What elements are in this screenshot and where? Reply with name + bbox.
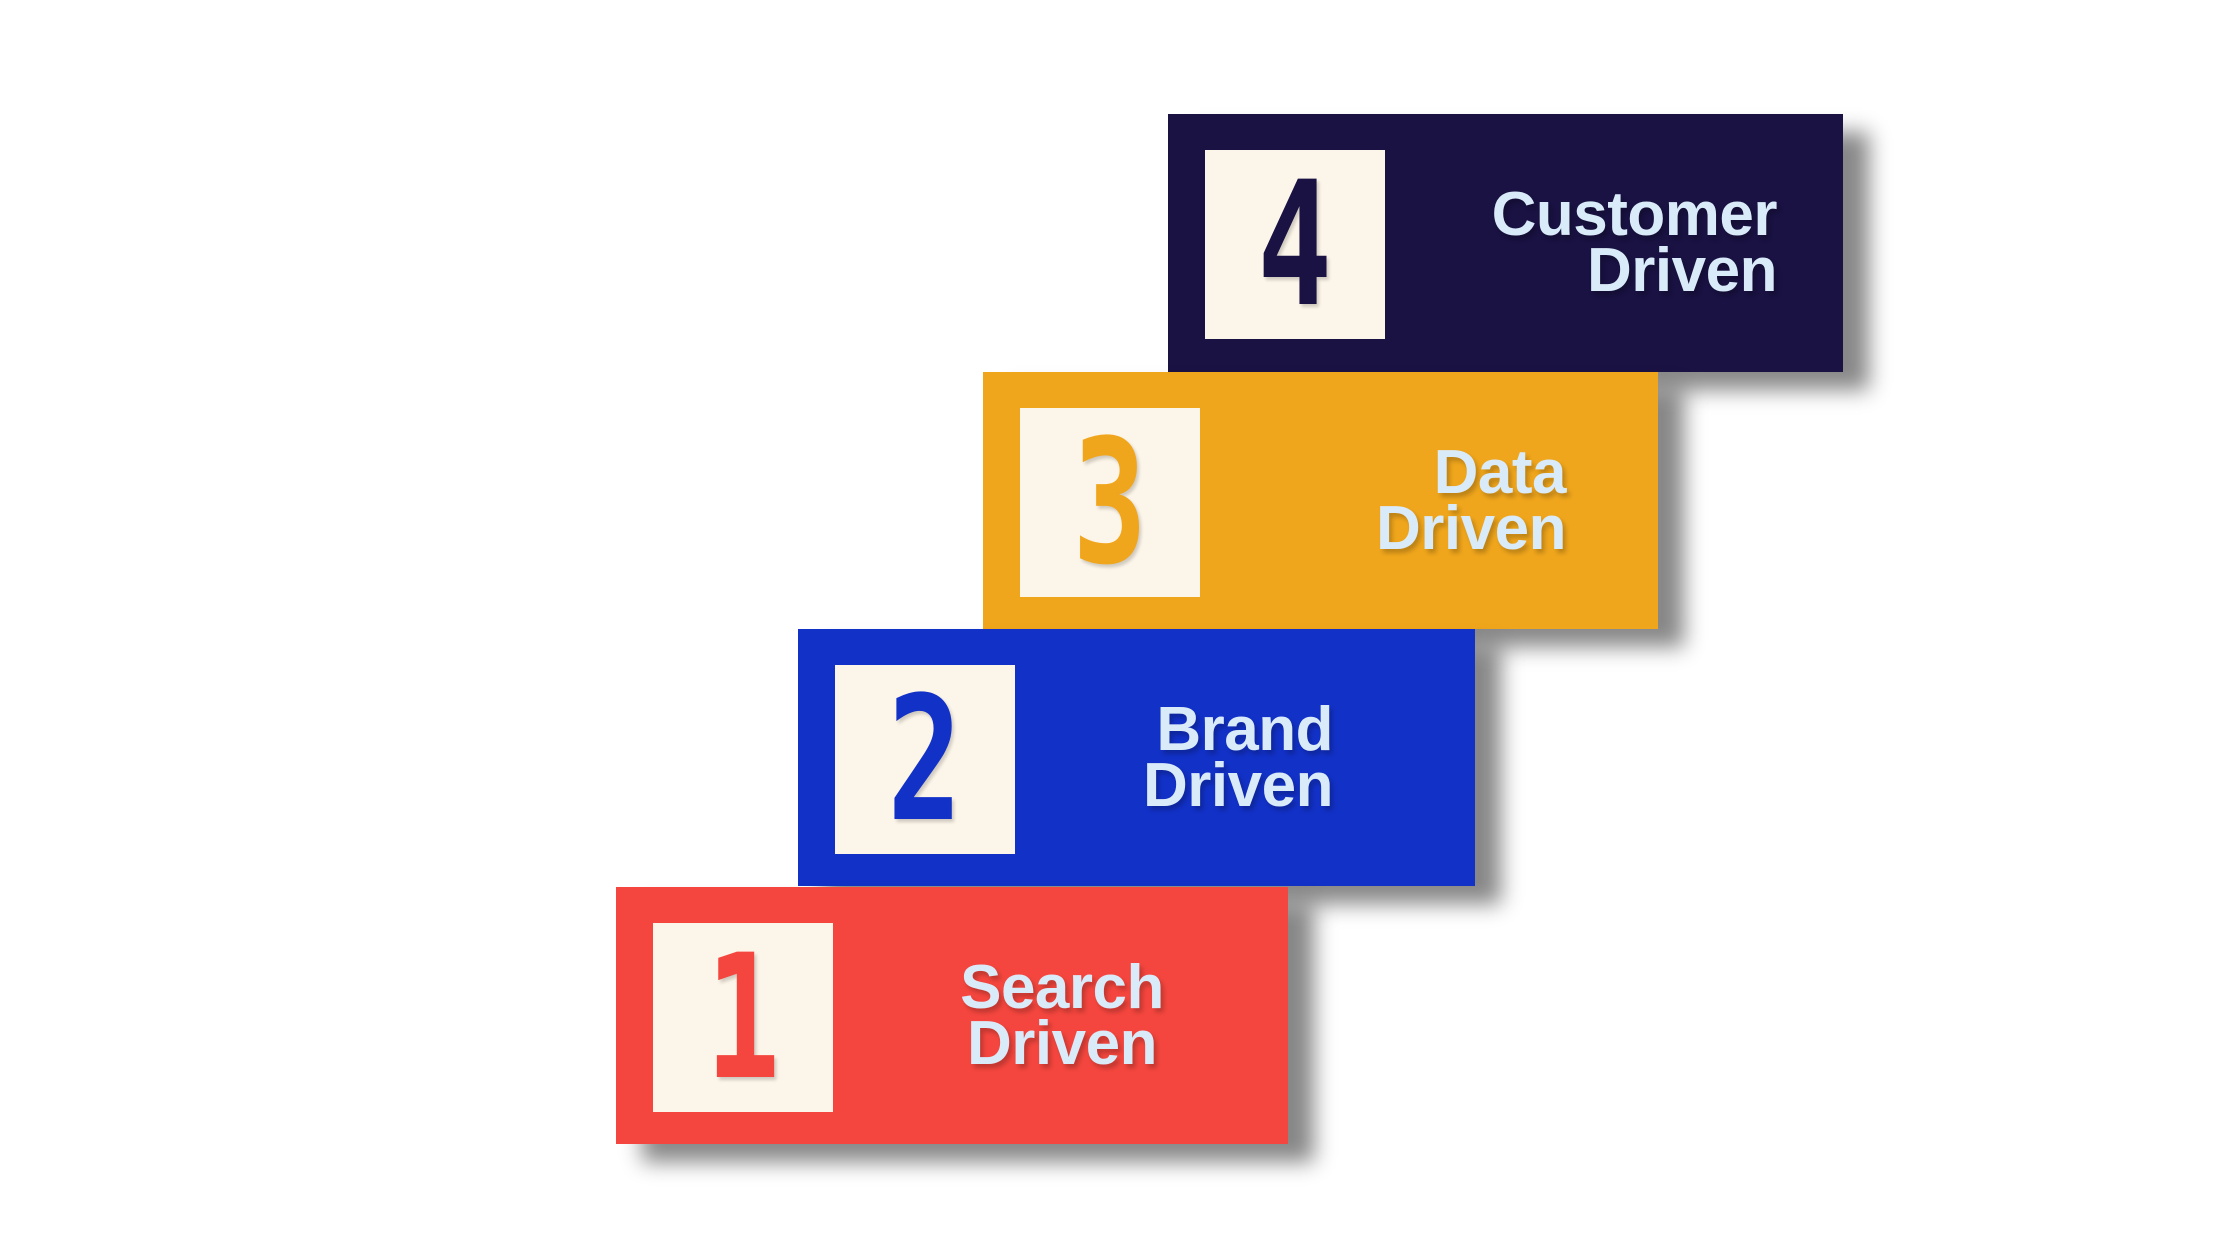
step-2-number: 2 [887,658,963,860]
step-3-number: 3 [1072,401,1148,603]
step-block-1: 1 Search Driven [616,887,1288,1144]
step-3-label-line-1: Data [1433,437,1567,507]
step-2-label-line-2: Driven [1143,750,1333,820]
step-4-label-line-2: Driven [1587,236,1777,305]
step-block-4: 4 Customer Driven [1168,114,1843,372]
step-1-number: 1 [705,916,781,1118]
step-2-label: Brand Driven [1143,694,1333,820]
step-block-3: 3 Data Driven [983,372,1658,629]
step-3-number-square: 3 [1020,408,1200,597]
step-1-label: Search Driven [836,952,1288,1078]
step-2-number-square: 2 [835,665,1015,854]
step-1-number-square: 1 [653,923,833,1112]
step-4-label-line-1: Customer [1491,180,1778,249]
step-4-number-square: 4 [1205,150,1385,339]
step-4-label: Customer Driven [1491,180,1778,305]
step-block-2: 2 Brand Driven [798,629,1475,886]
step-2-label-line-1: Brand [1156,694,1333,764]
step-1-label-line-1: Search [960,952,1164,1022]
step-3-label: Data Driven [1376,437,1567,563]
step-4-number: 4 [1257,143,1333,345]
step-3-label-line-2: Driven [1376,493,1566,563]
step-1-label-line-2: Driven [967,1008,1157,1078]
